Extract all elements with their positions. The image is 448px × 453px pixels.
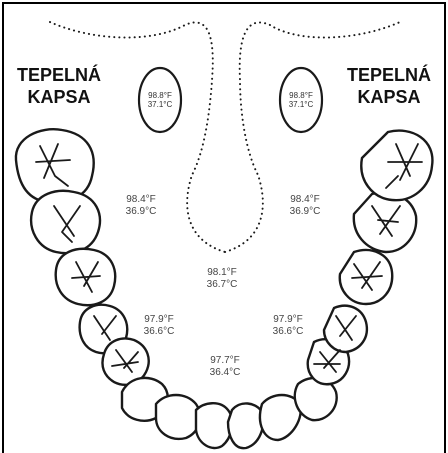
right-pocket-label-line1: TEPELNÁ [334, 64, 444, 86]
left-pocket-fahrenheit: 98.8°F [140, 91, 180, 100]
center-fahrenheit: 98.1°F [187, 267, 257, 279]
right-pocket-fahrenheit: 98.8°F [281, 91, 321, 100]
left-mid-fahrenheit: 97.9°F [124, 314, 194, 326]
right-mid-fahrenheit: 97.9°F [253, 314, 323, 326]
right-upper-temperature: 98.4°F 36.9°C [270, 194, 340, 218]
left-heat-pocket-label: TEPELNÁ KAPSA [4, 64, 114, 108]
right-pocket-label-line2: KAPSA [334, 86, 444, 108]
center-celsius: 36.7°C [187, 279, 257, 291]
left-pocket-label-line1: TEPELNÁ [4, 64, 114, 86]
right-mid-celsius: 36.6°C [253, 326, 323, 338]
front-temperature: 97.7°F 36.4°C [190, 355, 260, 379]
left-pocket-temperature: 98.8°F 37.1°C [140, 91, 180, 109]
left-upper-fahrenheit: 98.4°F [106, 194, 176, 206]
left-pocket-celsius: 37.1°C [140, 100, 180, 109]
right-pocket-temperature: 98.8°F 37.1°C [281, 91, 321, 109]
left-mid-celsius: 36.6°C [124, 326, 194, 338]
tooth-l8 [196, 403, 232, 448]
right-mid-temperature: 97.9°F 36.6°C [253, 314, 323, 338]
left-upper-temperature: 98.4°F 36.9°C [106, 194, 176, 218]
front-celsius: 36.4°C [190, 367, 260, 379]
right-pocket-celsius: 37.1°C [281, 100, 321, 109]
tooth-r2 [354, 192, 416, 252]
front-fahrenheit: 97.7°F [190, 355, 260, 367]
tooth-l7 [156, 395, 200, 439]
left-upper-celsius: 36.9°C [106, 206, 176, 218]
tooth-r1 [361, 131, 432, 201]
right-heat-pocket-label: TEPELNÁ KAPSA [334, 64, 444, 108]
right-upper-fahrenheit: 98.4°F [270, 194, 340, 206]
center-temperature: 98.1°F 36.7°C [187, 267, 257, 291]
left-pocket-label-line2: KAPSA [4, 86, 114, 108]
tooth-r8 [228, 403, 263, 448]
right-upper-celsius: 36.9°C [270, 206, 340, 218]
left-mid-temperature: 97.9°F 36.6°C [124, 314, 194, 338]
